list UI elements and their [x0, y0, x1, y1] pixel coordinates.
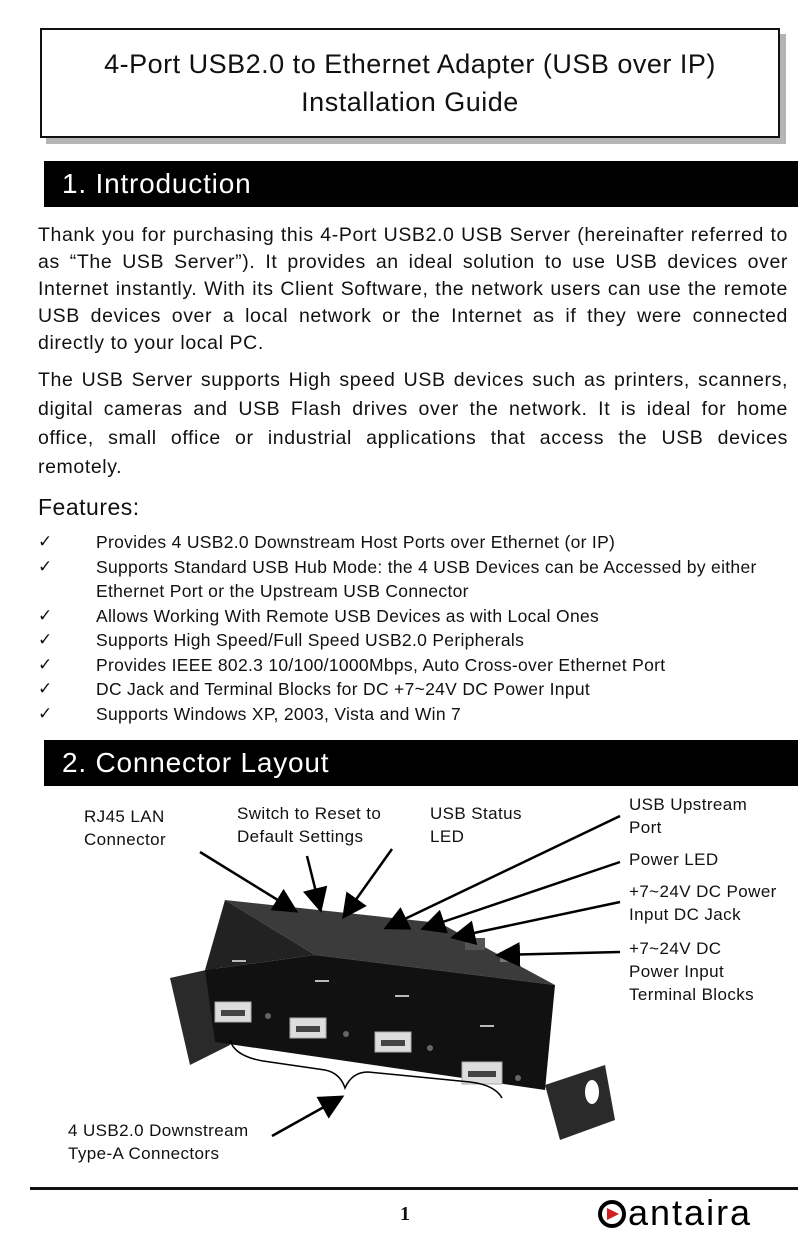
checkmark-icon: ✓	[38, 556, 53, 576]
usb-server-device-illustration	[170, 814, 621, 1140]
feature-item: ✓Supports Standard USB Hub Mode: the 4 U…	[38, 556, 757, 602]
feature-item: ✓Provides IEEE 802.3 10/100/1000Mbps, Au…	[38, 653, 798, 678]
page-number: 1	[400, 1203, 410, 1225]
label-usb-upstream-port: USB Upstream Port	[629, 795, 748, 837]
mounting-bracket	[545, 1065, 615, 1140]
arrow-power-led	[420, 860, 621, 934]
feature-item: ✓Provides 4 USB2.0 Downstream Host Ports…	[38, 530, 798, 555]
checkmark-icon: ✓	[38, 654, 53, 674]
section-heading-introduction: 1. Introduction	[44, 161, 798, 207]
feature-item: ✓Allows Working With Remote USB Devices …	[38, 604, 798, 629]
document-subtitle: Installation Guide	[301, 87, 519, 117]
checkmark-icon: ✓	[38, 630, 53, 649]
label-reset-switch: Switch to Reset to Default Settings	[237, 804, 382, 846]
connector-layout-diagram: RJ45 LAN Connector Switch to Reset to De…	[0, 780, 808, 1180]
arrow-upstream-port	[383, 814, 621, 930]
logo-text: antaira	[628, 1194, 752, 1232]
checkmark-icon: ✓	[38, 532, 53, 551]
arrow-status-led	[342, 848, 394, 920]
section-heading-connector-layout: 2. Connector Layout	[44, 740, 798, 786]
features-heading: Features:	[38, 494, 140, 520]
label-power-led: Power LED	[629, 850, 719, 869]
footer-divider	[30, 1187, 798, 1190]
intro-paragraph-2: The USB Server supports High speed USB d…	[38, 369, 788, 478]
document-title-box: 4-Port USB2.0 to Ethernet Adapter (USB o…	[40, 28, 780, 138]
label-rj45-lan-connector: RJ45 LAN Connector	[84, 807, 167, 849]
checkmark-icon: ✓	[38, 703, 53, 723]
label-usb-status-led: USB Status LED	[430, 804, 522, 846]
label-terminal-blocks: +7~24V DC Power Input Terminal Blocks	[629, 939, 755, 1004]
feature-item: ✓Supports Windows XP, 2003, Vista and Wi…	[38, 702, 798, 727]
feature-list: ✓Provides 4 USB2.0 Downstream Host Ports…	[38, 530, 798, 726]
label-dc-power-jack: +7~24V DC Power Input DC Jack	[629, 882, 777, 924]
feature-item: ✓DC Jack and Terminal Blocks for DC +7~2…	[38, 677, 798, 702]
checkmark-icon: ✓	[38, 679, 53, 698]
intro-paragraph-1: Thank you for purchasing this 4-Port USB…	[38, 224, 788, 354]
usb-downstream-ports	[214, 1001, 521, 1085]
feature-item: ✓Supports High Speed/Full Speed USB2.0 P…	[38, 628, 798, 653]
checkmark-icon: ✓	[38, 605, 53, 625]
label-downstream-connectors: 4 USB2.0 Downstream Type-A Connectors	[68, 1121, 249, 1163]
arrow-terminal-blocks	[495, 942, 621, 967]
antaira-logo: antaira	[598, 1194, 752, 1232]
arrow-rj45	[199, 850, 299, 913]
arrow-dc-jack	[450, 900, 621, 946]
arrow-reset	[303, 855, 328, 913]
arrow-downstream	[271, 1095, 345, 1138]
document-title: 4-Port USB2.0 to Ethernet Adapter (USB o…	[104, 49, 716, 79]
